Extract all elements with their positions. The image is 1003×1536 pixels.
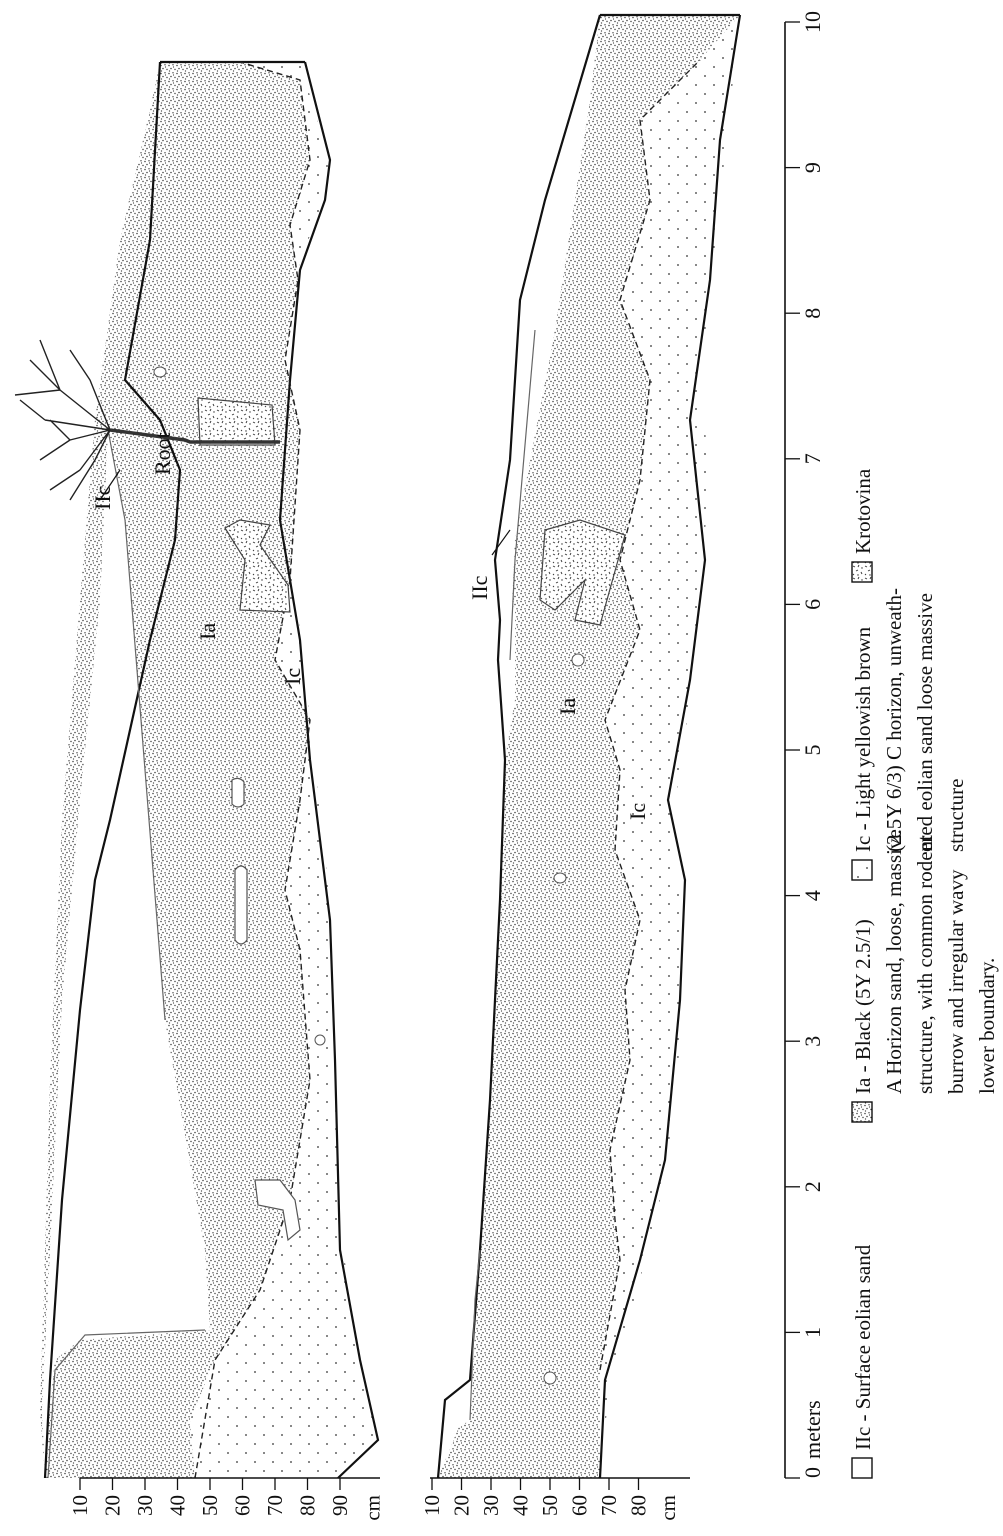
- upper-ia-label: Ia: [195, 623, 220, 640]
- meter-tick-label-0: 0meters: [800, 1400, 825, 1478]
- meter-tick-label-5: 5: [800, 745, 825, 756]
- lower-ic-label: Ic: [625, 803, 650, 820]
- lower-depth-tick-label-40: 40: [509, 1495, 533, 1516]
- upper-depth-tick-label-40: 40: [166, 1495, 190, 1516]
- lower-depth-tick-label-80: 80: [627, 1495, 651, 1516]
- lower-depth-tick-label-10: 10: [420, 1495, 444, 1516]
- upper-krotovina-6: [154, 367, 166, 377]
- lower-ia-label: Ia: [555, 698, 580, 715]
- legend-swatch-ia: [852, 1102, 872, 1122]
- legend-swatch-krotovina: [852, 562, 872, 582]
- upper-depth-tick-label-50: 50: [198, 1495, 222, 1516]
- legend-item-iic: IIc - Surface eolian sand: [851, 1244, 875, 1478]
- upper-krotovina-4: [232, 778, 244, 807]
- legend-swatch-iic: [852, 1458, 872, 1478]
- lower-depth-tick-label-30: 30: [479, 1495, 503, 1516]
- upper-krotovina-2: [198, 398, 275, 445]
- legend-item-krotovina: Krotovina: [851, 468, 875, 582]
- upper-depth-tick-label-30: 30: [133, 1495, 157, 1516]
- upper-krotovina-3: [235, 866, 247, 944]
- legend-item-ia: Ia - Black (5Y 2.5/1) A Horizon sand, loo…: [851, 829, 999, 1122]
- legend-text-iic-0: IIc - Surface eolian sand: [851, 1244, 875, 1450]
- lower-krotovina-3: [554, 873, 566, 883]
- meter-tick-label-2: 2: [800, 1181, 825, 1192]
- upper-profile: [15, 62, 380, 1478]
- legend-swatch-ic: [852, 860, 872, 880]
- meter-tick-label-9: 9: [800, 162, 825, 173]
- legend-item-ic: Ic - Light yellowish brown (2.5Y 6/3) C h…: [851, 588, 968, 880]
- upper-depth-tick-label-60: 60: [231, 1495, 255, 1516]
- meter-tick-label-8: 8: [800, 308, 825, 319]
- meter-tick-label-4: 4: [800, 890, 825, 901]
- meter-tick-label-3: 3: [800, 1036, 825, 1047]
- lower-krotovina-2: [572, 654, 584, 666]
- legend: IIc - Surface eolian sand Ia - Black (5Y …: [851, 468, 999, 1478]
- legend-text-ic-2: ered eolian sand loose massive: [913, 593, 937, 852]
- lower-depth-tick-label-50: 50: [538, 1495, 562, 1516]
- lower-depth-tick-label-20: 20: [450, 1495, 474, 1516]
- legend-text-krotovina-0: Krotovina: [851, 468, 875, 554]
- upper-depth-tick-label-70: 70: [263, 1495, 287, 1516]
- upper-krotovina-7: [315, 1035, 325, 1045]
- upper-depth-axis: 10 20 30 40 50 60 70 80 90 cm: [68, 1478, 385, 1521]
- lower-depth-unit-label: cm: [656, 1495, 680, 1521]
- legend-text-ia-1: A Horizon sand, loose, massive: [882, 829, 906, 1094]
- upper-iic-label: IIc: [90, 485, 115, 510]
- legend-text-ia-4: lower boundary.: [975, 958, 999, 1094]
- lower-krotovina-4: [544, 1372, 556, 1384]
- meter-tick-label-1: 1: [800, 1327, 825, 1338]
- lower-depth-tick-label-60: 60: [568, 1495, 592, 1516]
- upper-depth-unit-label: cm: [361, 1495, 385, 1521]
- meter-tick-label-6: 6: [800, 599, 825, 610]
- lower-depth-tick-label-70: 70: [597, 1495, 621, 1516]
- meter-tick-label-10: 10: [800, 11, 825, 33]
- upper-depth-tick-label-80: 80: [296, 1495, 320, 1516]
- upper-depth-tick-label-20: 20: [101, 1495, 125, 1516]
- upper-root-label: Root: [150, 432, 175, 475]
- lower-iic-label: IIc: [467, 575, 492, 600]
- meter-unit-label: meters: [800, 1400, 825, 1459]
- upper-depth-tick-label-90: 90: [328, 1495, 352, 1516]
- upper-depth-tick-label-10: 10: [68, 1495, 92, 1516]
- meter-tick-label-7: 7: [800, 453, 825, 464]
- legend-text-ia-3: burrow and irregular wavy: [944, 869, 968, 1094]
- lower-profile: [438, 15, 740, 1478]
- legend-text-ic-1: (2.5Y 6/3) C horizon, unweath-: [882, 588, 906, 852]
- upper-ic-label: Ic: [280, 668, 305, 685]
- legend-text-ia-0: Ia - Black (5Y 2.5/1): [851, 919, 875, 1094]
- legend-text-ic-3: structure: [944, 779, 968, 852]
- legend-text-ia-2: structure, with common rodent: [913, 835, 937, 1094]
- horizontal-distance-axis: 0meters 1 2 3 4 5 6 7 8 9 10: [785, 11, 825, 1478]
- legend-text-ic-0: Ic - Light yellowish brown: [851, 626, 875, 852]
